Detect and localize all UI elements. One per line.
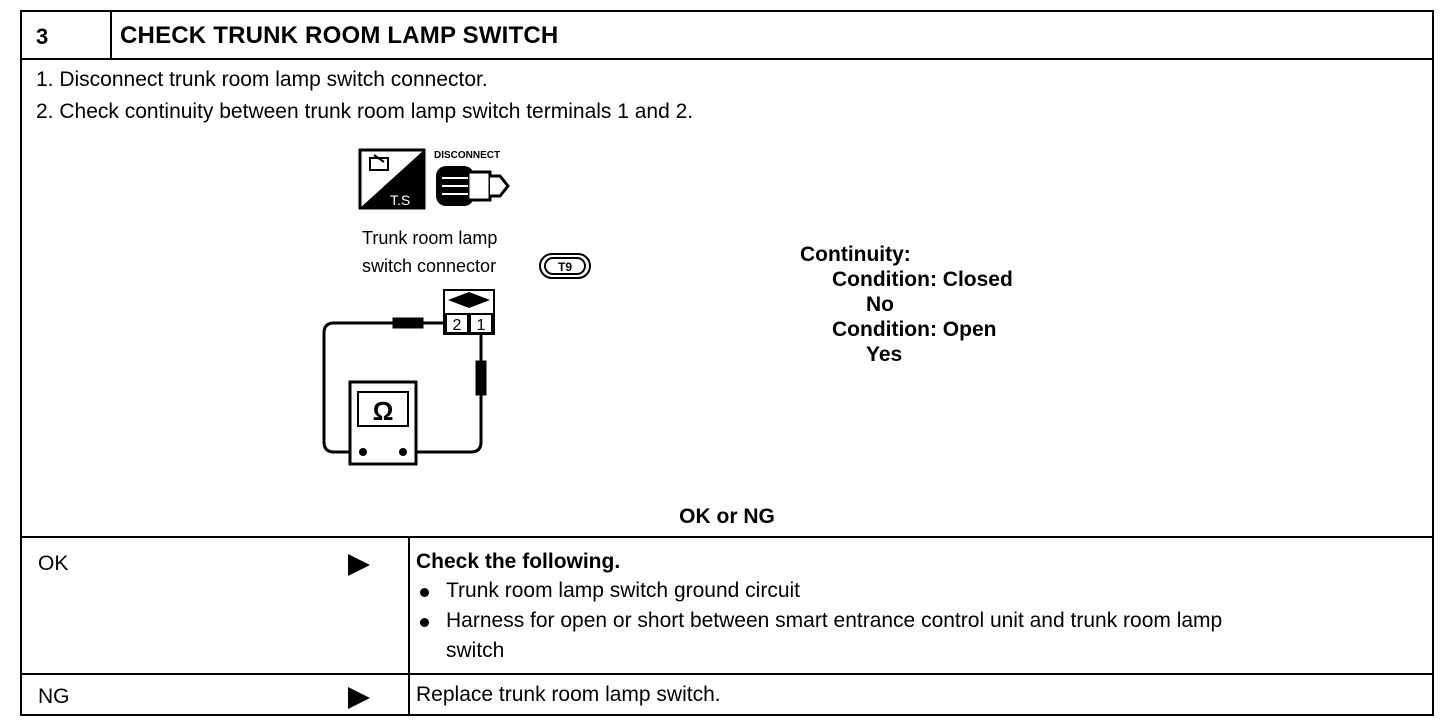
divider-ng xyxy=(22,673,1432,675)
condition-closed: Condition: Closed xyxy=(832,268,1013,291)
condition-closed-value: No xyxy=(866,293,894,316)
continuity-spec: Continuity: Condition: Closed No Conditi… xyxy=(800,242,1013,367)
ng-arrow-icon xyxy=(348,687,370,709)
continuity-heading: Continuity: xyxy=(800,243,911,266)
terminal-1: 1 xyxy=(477,317,486,334)
instruction-1: 1. Disconnect trunk room lamp switch con… xyxy=(36,68,488,91)
connector-id-badge: T9 xyxy=(539,253,591,279)
connector-housing: 2 1 xyxy=(443,289,495,335)
condition-open-value: Yes xyxy=(866,343,903,366)
bullet-icon xyxy=(420,588,429,597)
connector-id: T9 xyxy=(558,260,572,274)
ng-label: NG xyxy=(38,685,70,708)
ok-heading: Check the following. xyxy=(416,550,621,573)
ts-icon-label: T.S xyxy=(390,192,410,208)
bullet-icon xyxy=(420,618,429,627)
step-number: 3 xyxy=(36,24,49,49)
column-divider xyxy=(408,536,410,716)
ng-action: Replace trunk room lamp switch. xyxy=(416,683,721,706)
ok-label: OK xyxy=(38,552,69,575)
disconnect-icon: DISCONNECT xyxy=(434,150,510,206)
terminal-2: 2 xyxy=(453,317,462,334)
connector-label-line1: Trunk room lamp xyxy=(362,228,498,248)
step-header: 3 CHECK TRUNK ROOM LAMP SWITCH xyxy=(22,12,1432,60)
ok-arrow-icon xyxy=(348,554,370,576)
connector-label-line2: switch connector xyxy=(362,256,497,276)
divider-ok xyxy=(22,536,1432,538)
instruction-2: 2. Check continuity between trunk room l… xyxy=(36,100,694,123)
header-divider xyxy=(110,12,112,58)
ohmmeter: Ω xyxy=(348,380,418,466)
connector-label: Trunk room lamp switch connector xyxy=(362,224,497,280)
step-title: CHECK TRUNK ROOM LAMP SWITCH xyxy=(120,22,559,49)
procedure-table: 3 CHECK TRUNK ROOM LAMP SWITCH 1. Discon… xyxy=(20,10,1434,716)
ohm-symbol: Ω xyxy=(373,396,394,426)
result-prompt: OK or NG xyxy=(679,505,775,528)
continuity-test-diagram: T.S DISCONNECT T9 2 1 xyxy=(322,148,591,466)
probe-wires xyxy=(322,317,487,454)
ts-icon: T.S xyxy=(358,148,426,210)
condition-open: Condition: Open xyxy=(832,318,997,341)
disconnect-icon-label: DISCONNECT xyxy=(434,150,500,161)
